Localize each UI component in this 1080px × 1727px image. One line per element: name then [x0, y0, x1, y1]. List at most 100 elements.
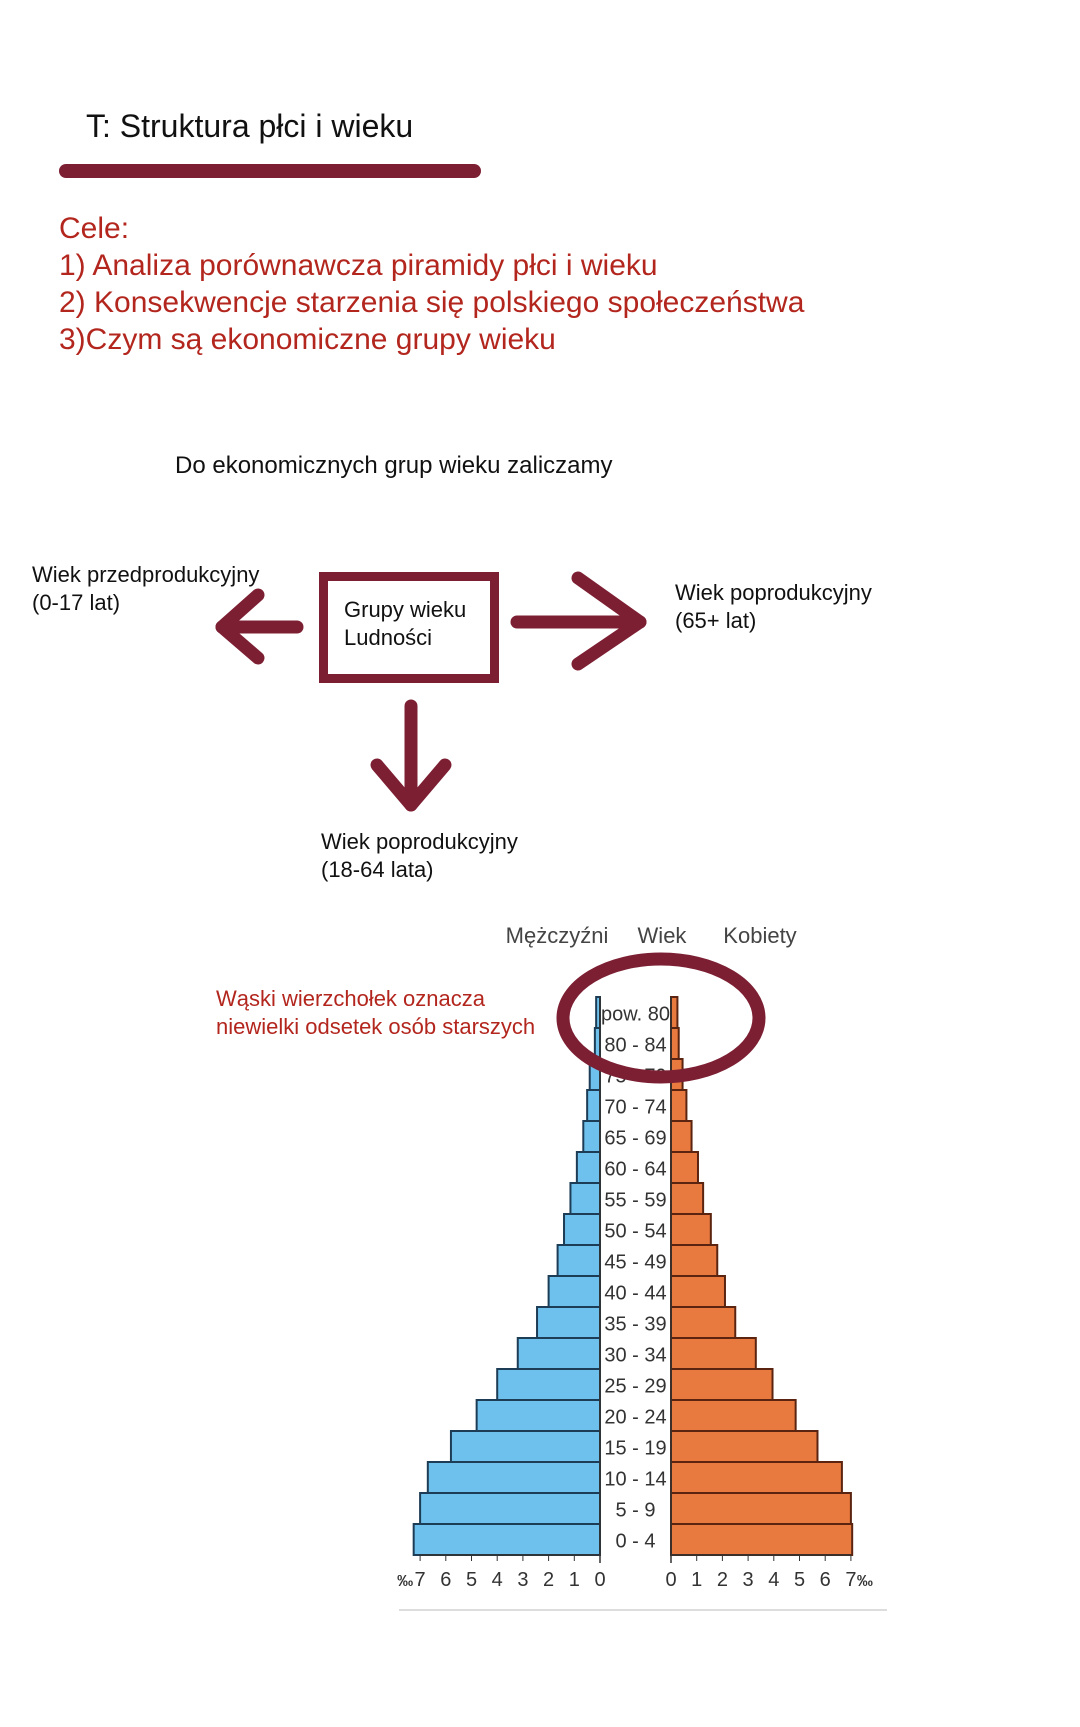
age-label: 40 - 44 [604, 1283, 666, 1305]
note-line: niewielki odsetek osób starszych [216, 1014, 536, 1039]
bar-men [426, 1461, 601, 1494]
age-label: 65 - 69 [604, 1128, 666, 1150]
tick-label-women: 5 [794, 1569, 805, 1591]
tick-label-men: 6 [440, 1569, 451, 1591]
highlight-ellipse [556, 952, 766, 1084]
tick-label-women: 7 [845, 1569, 856, 1591]
bar-men [412, 1523, 601, 1556]
goals-list: Cele: 1) Analiza porównawcza piramidy pł… [59, 210, 804, 358]
label-line: Grupy wieku [344, 597, 467, 622]
tick-label-men: 5 [466, 1569, 477, 1591]
age-label: 50 - 54 [604, 1221, 666, 1243]
goals-heading: Cele: [59, 212, 130, 245]
bar-men [569, 1182, 602, 1215]
unit-label-women: ‰ [857, 1573, 873, 1590]
bar-women [670, 1151, 699, 1184]
label-productive: Wiek poprodukcyjny (18-64 lata) [321, 828, 518, 884]
tick-label-women: 4 [768, 1569, 779, 1591]
tick-label-women: 0 [665, 1569, 676, 1591]
header-men: Mężczyźni [506, 923, 609, 948]
age-label: 70 - 74 [604, 1097, 666, 1119]
bar-men [575, 1151, 601, 1184]
age-label: 80 - 84 [604, 1035, 666, 1057]
note-line: Wąski wierzchołek oznacza [216, 986, 485, 1011]
tick-label-men: 0 [594, 1569, 605, 1591]
age-label: 35 - 39 [604, 1314, 666, 1336]
label-line: Wiek przedprodukcyjny [32, 562, 260, 587]
bar-women [670, 1492, 852, 1525]
bar-men [516, 1337, 602, 1370]
goal-item: 3)Czym są ekonomiczne grupy wieku [59, 323, 556, 356]
label-postproductive: Wiek poprodukcyjny (65+ lat) [675, 579, 872, 635]
age-label: 30 - 34 [604, 1345, 666, 1367]
arrow-right-icon [510, 571, 647, 671]
bar-women [670, 1523, 854, 1556]
bar-women [670, 1368, 774, 1401]
label-line: Ludności [344, 625, 433, 650]
bar-men [556, 1244, 601, 1277]
bar-women [670, 1027, 680, 1060]
page-title: T: Struktura płci i wieku [86, 108, 414, 144]
goal-item: 2) Konsekwencje starzenia się polskiego … [59, 286, 805, 319]
title-underline [59, 164, 481, 178]
bar-women [670, 1120, 693, 1153]
bar-women [670, 1275, 726, 1308]
tick-label-men: 2 [543, 1569, 554, 1591]
tick-label-women: 6 [820, 1569, 831, 1591]
bar-men [563, 1213, 602, 1246]
header-age: Wiek [638, 923, 688, 948]
bar-women [670, 1399, 797, 1432]
bar-men [582, 1120, 601, 1153]
label-line: (18-64 lata) [321, 857, 434, 882]
center-box [319, 572, 499, 683]
goal-item: 1) Analiza porównawcza piramidy płci i w… [59, 249, 658, 282]
bar-men [547, 1275, 601, 1308]
arrow-left-icon [215, 588, 304, 665]
bar-men [586, 1089, 602, 1122]
age-label: 15 - 19 [604, 1438, 666, 1460]
tick-label-men: 3 [517, 1569, 528, 1591]
bar-women [670, 1337, 757, 1370]
bar-women [670, 1461, 843, 1494]
age-label: 20 - 24 [604, 1407, 666, 1429]
age-label: 5 - 9 [615, 1500, 655, 1522]
bar-men [449, 1430, 601, 1463]
age-label: 60 - 64 [604, 1159, 666, 1181]
tick-label-men: 4 [492, 1569, 503, 1591]
bar-women [670, 1213, 712, 1246]
bar-women [670, 1430, 819, 1463]
label-line: (65+ lat) [675, 608, 757, 633]
age-label: 0 - 4 [615, 1531, 655, 1553]
age-label: 45 - 49 [604, 1252, 666, 1274]
intro-text: Do ekonomicznych grup wieku zaliczamy [175, 452, 613, 479]
tick-label-women: 3 [743, 1569, 754, 1591]
bar-women [670, 1182, 705, 1215]
label-preproductive: Wiek przedprodukcyjny (0-17 lat) [32, 561, 259, 617]
bar-men [496, 1368, 602, 1401]
bar-men [419, 1492, 601, 1525]
age-label: 55 - 59 [604, 1190, 666, 1212]
bar-women [670, 1244, 719, 1277]
tick-label-men: 1 [569, 1569, 580, 1591]
unit-label-men: ‰ [397, 1573, 413, 1590]
header-women: Kobiety [723, 923, 796, 948]
tick-label-women: 2 [717, 1569, 728, 1591]
tick-label-women: 1 [691, 1569, 702, 1591]
label-line: Wiek poprodukcyjny [321, 829, 518, 854]
tick-label-men: 7 [415, 1569, 426, 1591]
age-label: pow. 80 [601, 1004, 670, 1026]
label-line: (0-17 lat) [32, 590, 121, 615]
arrow-down-icon [370, 699, 452, 812]
center-box-label: Grupy wieku Ludności [344, 596, 466, 652]
bar-women [670, 996, 679, 1029]
bar-men [593, 1027, 601, 1060]
bar-women [670, 1306, 737, 1339]
bar-women [670, 1089, 688, 1122]
age-label: 25 - 29 [604, 1376, 666, 1398]
bar-men [475, 1399, 602, 1432]
age-label: 10 - 14 [604, 1469, 666, 1491]
annotation-note: Wąski wierzchołek oznacza niewielki odse… [216, 985, 535, 1041]
label-line: Wiek poprodukcyjny [675, 580, 872, 605]
